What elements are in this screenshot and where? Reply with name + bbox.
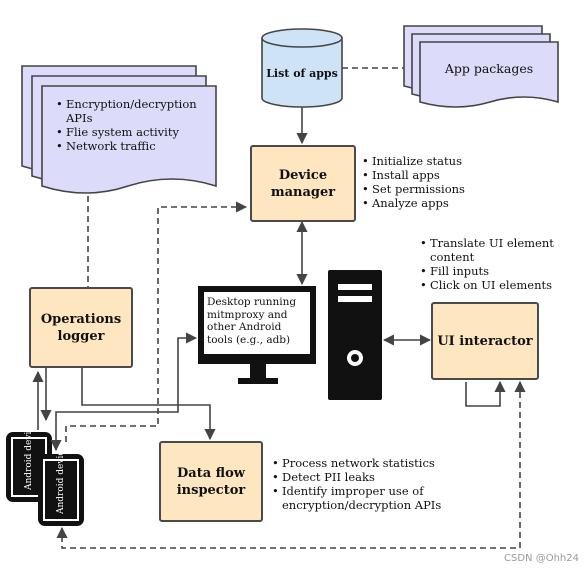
device-manager-task: Set permissions (362, 182, 482, 196)
tower-pc (328, 270, 382, 400)
data-flow-tasks: Process network statistics Detect PII le… (272, 456, 447, 512)
desktop-monitor (198, 286, 316, 384)
data-flow-task: Process network statistics (272, 456, 447, 470)
ui-interactor-task: Translate UI element content (420, 236, 560, 264)
ui-interactor-task: Click on UI elements (420, 278, 560, 292)
edge-ui-selfloop (465, 380, 506, 407)
operations-logger-label: Operations logger (40, 311, 122, 344)
edge-ui-device (56, 380, 526, 549)
ui-interactor-box: UI interactor (431, 302, 539, 380)
edge-logger-dataflow (81, 368, 216, 441)
android-device-label-front: Android device (56, 445, 66, 514)
desktop-label: Desktop running mitmproxy and other Andr… (207, 296, 297, 346)
data-flow-inspector-box: Data flow inspector (159, 441, 263, 522)
ui-interactor-label: UI interactor (437, 333, 533, 349)
app-packages-stack (403, 25, 559, 108)
device-manager-task: Install apps (362, 168, 482, 182)
android-device-label-back: Android device (24, 421, 34, 490)
list-of-apps-label: List of apps (266, 67, 338, 80)
operations-logger-box: Operations logger (29, 287, 133, 368)
device-manager-label: Device manager (270, 167, 336, 200)
watermark: CSDN @Ohh24 (504, 553, 579, 564)
logger-docs-list: Encryption/decryption APIs Flie system a… (56, 97, 216, 153)
ui-interactor-task: Fill inputs (420, 264, 560, 278)
device-manager-tasks: Initialize status Install apps Set permi… (362, 154, 482, 210)
logger-doc-item: Network traffic (56, 139, 216, 153)
data-flow-inspector-label: Data flow inspector (176, 465, 246, 498)
logger-doc-item: Encryption/decryption APIs (56, 97, 216, 125)
device-manager-box: Device manager (250, 145, 356, 222)
data-flow-task: Identify improper use of encryption/decr… (272, 484, 447, 512)
device-manager-task: Analyze apps (362, 196, 482, 210)
app-packages-label: App packages (444, 61, 534, 76)
logger-doc-item: Flie system activity (56, 125, 216, 139)
ui-interactor-tasks: Translate UI element content Fill inputs… (420, 236, 560, 292)
data-flow-task: Detect PII leaks (272, 470, 447, 484)
device-manager-task: Initialize status (362, 154, 482, 168)
connectors (32, 67, 526, 549)
